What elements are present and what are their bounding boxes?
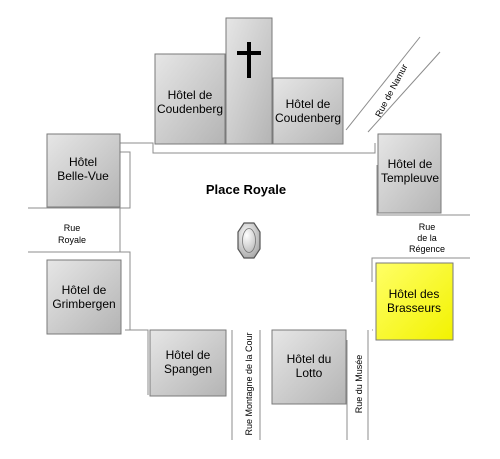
svg-text:Hôtel de: Hôtel de — [62, 283, 107, 297]
svg-text:de la: de la — [417, 233, 437, 243]
svg-text:Hôtel de: Hôtel de — [166, 348, 211, 362]
svg-text:Grimbergen: Grimbergen — [52, 297, 115, 311]
square-name: Place Royale — [206, 182, 286, 197]
cross-icon — [237, 42, 261, 78]
svg-text:Hôtel de: Hôtel de — [286, 97, 331, 111]
street-rue-du-musee: Rue du Musée — [354, 355, 364, 414]
street-rue-de-la-regence: Rue de la Régence — [409, 222, 445, 254]
svg-text:Hôtel du: Hôtel du — [287, 352, 332, 366]
building-templeuve: Hôtel de Templeuve — [377, 133, 442, 214]
svg-text:Régence: Régence — [409, 244, 445, 254]
oval-monument-icon — [237, 222, 261, 259]
svg-text:Spangen: Spangen — [164, 362, 212, 376]
building-lotto: Hôtel du Lotto — [271, 329, 347, 405]
road-edges — [28, 36, 470, 440]
svg-text:Coudenberg: Coudenberg — [275, 111, 341, 125]
church-building — [225, 17, 273, 145]
svg-text:Rue: Rue — [64, 223, 81, 233]
svg-text:Royale: Royale — [58, 235, 86, 245]
svg-text:Belle-Vue: Belle-Vue — [57, 169, 109, 183]
svg-text:Lotto: Lotto — [296, 366, 323, 380]
svg-text:Hôtel de: Hôtel de — [388, 157, 433, 171]
svg-text:Templeuve: Templeuve — [381, 171, 439, 185]
street-rue-de-namur: Rue de Namur — [373, 62, 409, 118]
svg-text:Hôtel des: Hôtel des — [389, 287, 440, 301]
building-belle-vue: Hôtel Belle-Vue — [46, 133, 121, 208]
street-rue-montagne-de-la-cour: Rue Montagne de la Cour — [244, 332, 254, 435]
svg-text:Rue: Rue — [419, 222, 436, 232]
street-rue-royale: Rue Royale — [58, 223, 86, 245]
building-brasseurs: Hôtel des Brasseurs — [375, 262, 454, 341]
svg-text:Hôtel: Hôtel — [69, 155, 97, 169]
building-spangen: Hôtel de Spangen — [149, 329, 227, 397]
building-grimbergen: Hôtel de Grimbergen — [46, 259, 122, 335]
svg-text:Brasseurs: Brasseurs — [387, 301, 441, 315]
svg-text:Coudenberg: Coudenberg — [157, 102, 223, 116]
svg-text:Hôtel de: Hôtel de — [168, 88, 213, 102]
building-coudenberg-right: Hôtel de Coudenberg — [272, 77, 344, 145]
building-coudenberg-left: Hôtel de Coudenberg — [154, 53, 226, 145]
